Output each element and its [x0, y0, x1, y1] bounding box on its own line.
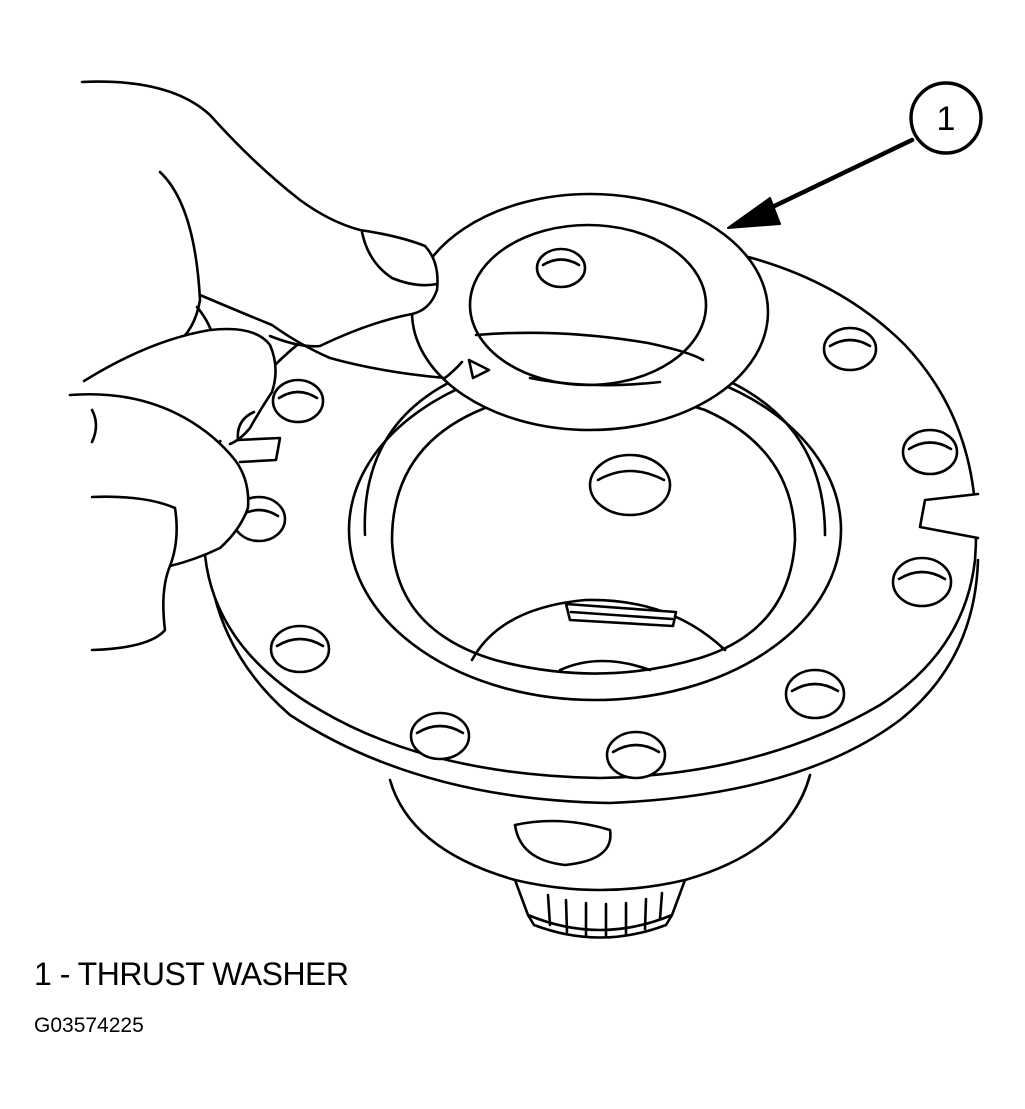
bolt-hole [269, 624, 331, 674]
bolt-hole [605, 730, 667, 780]
bolt-hole [901, 428, 959, 476]
bolt-hole [784, 668, 846, 720]
callout-number: 1 [937, 100, 956, 138]
bolt-hole [409, 711, 471, 761]
technician-hand [68, 80, 464, 652]
bolt-holes [231, 248, 959, 780]
case-lower-body [388, 773, 812, 892]
bottom-bearing [513, 878, 687, 939]
callout-leader-arrow [727, 137, 915, 229]
thrust-washer [410, 192, 770, 432]
bolt-hole [822, 326, 878, 372]
bolt-hole [891, 556, 953, 608]
figure-id: G03574225 [34, 1014, 144, 1037]
bolt-hole [271, 378, 325, 424]
figure-legend: 1 - THRUST WASHER [34, 956, 349, 992]
callout-bubble: 1 [909, 81, 983, 155]
